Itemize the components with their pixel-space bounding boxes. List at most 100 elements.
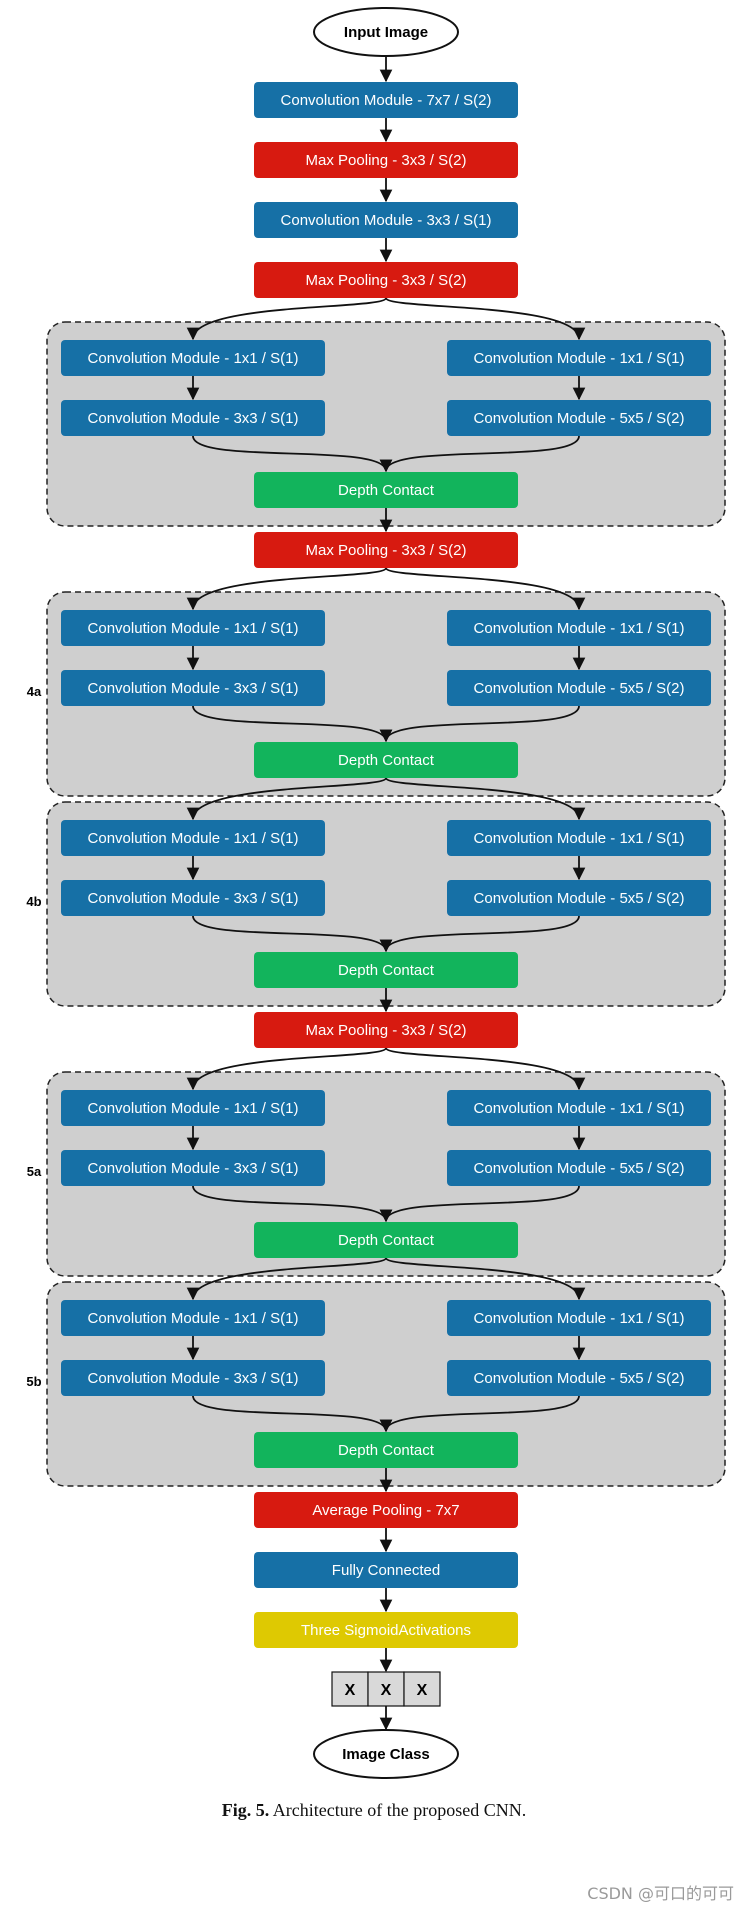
right-branch-conv-1x1-label: Convolution Module - 1x1 / S(1)	[474, 1310, 685, 1327]
depth-contact-box: Depth Contact	[254, 1432, 518, 1468]
stem-conv-box-1-shape	[254, 82, 518, 118]
head-conv-box-2-shape	[254, 1552, 518, 1588]
merge-arrow-right	[379, 915, 580, 953]
head-pool-box-1-label: Average Pooling - 7x7	[312, 1502, 459, 1519]
right-branch-conv-5x5-label: Convolution Module - 5x5 / S(2)	[474, 680, 685, 697]
left-branch-conv-3x3-label: Convolution Module - 3x3 / S(1)	[88, 1160, 299, 1177]
right-branch-conv-1x1: Convolution Module - 1x1 / S(1)	[447, 820, 711, 856]
right-branch-conv-1x1-label: Convolution Module - 1x1 / S(1)	[474, 1100, 685, 1117]
split-arrow-right	[385, 1257, 586, 1301]
inception-block-tag-4a: 4a	[27, 684, 42, 699]
depth-contact-box: Depth Contact	[254, 952, 518, 988]
stem-conv-box-3: Convolution Module - 3x3 / S(1)	[254, 202, 518, 238]
split-arrow-right	[385, 297, 586, 341]
left-branch-conv-3x3: Convolution Module - 3x3 / S(1)	[61, 400, 325, 436]
head-sigmoid-box-3-label: Three SigmoidActivations	[301, 1622, 471, 1639]
left-branch-conv-1x1-label: Convolution Module - 1x1 / S(1)	[88, 620, 299, 637]
output-cell-label: X	[345, 1682, 356, 1699]
merge-arrow-right	[379, 1395, 580, 1433]
merge-arrow-right	[379, 705, 580, 743]
split-arrow-left	[186, 1047, 387, 1091]
right-branch-conv-1x1: Convolution Module - 1x1 / S(1)	[447, 1300, 711, 1336]
left-branch-conv-3x3: Convolution Module - 3x3 / S(1)	[61, 1360, 325, 1396]
stage-3-max-pooling-box: Max Pooling - 3x3 / S(2)	[254, 1012, 518, 1048]
right-branch-conv-5x5: Convolution Module - 5x5 / S(2)	[447, 1360, 711, 1396]
depth-contact-box-label: Depth Contact	[338, 482, 435, 499]
merge-arrow-right	[379, 1185, 580, 1223]
left-branch-conv-1x1-label: Convolution Module - 1x1 / S(1)	[88, 350, 299, 367]
right-branch-conv-5x5: Convolution Module - 5x5 / S(2)	[447, 400, 711, 436]
right-branch-conv-1x1: Convolution Module - 1x1 / S(1)	[447, 1090, 711, 1126]
depth-contact-box: Depth Contact	[254, 1222, 518, 1258]
depth-contact-box: Depth Contact	[254, 742, 518, 778]
right-branch-conv-5x5-shape	[447, 1360, 711, 1396]
left-branch-conv-1x1: Convolution Module - 1x1 / S(1)	[61, 340, 325, 376]
right-branch-conv-5x5-shape	[447, 400, 711, 436]
inception-block-tag-5a: 5a	[27, 1164, 42, 1179]
left-branch-conv-1x1-label: Convolution Module - 1x1 / S(1)	[88, 830, 299, 847]
head-conv-box-2: Fully Connected	[254, 1552, 518, 1588]
image-class-node-label: Image Class	[342, 1746, 430, 1763]
image-class-node: Image Class	[313, 1729, 459, 1779]
depth-contact-box-shape	[254, 742, 518, 778]
stem-pool-box-4-label: Max Pooling - 3x3 / S(2)	[306, 272, 467, 289]
figure-caption: Fig. 5. Architecture of the proposed CNN…	[0, 1800, 748, 1821]
right-branch-conv-5x5-label: Convolution Module - 5x5 / S(2)	[474, 1370, 685, 1387]
head-sigmoid-box-3-shape	[254, 1612, 518, 1648]
split-arrow-right	[385, 567, 586, 611]
left-branch-conv-1x1: Convolution Module - 1x1 / S(1)	[61, 1090, 325, 1126]
inception-block-tag-4b: 4b	[26, 894, 41, 909]
left-branch-conv-1x1-shape	[61, 820, 325, 856]
split-arrow-left	[186, 1257, 387, 1301]
merge-arrow-left	[192, 1395, 393, 1433]
figure-number: Fig. 5.	[221, 1800, 270, 1820]
split-arrow-right	[385, 1047, 586, 1091]
left-branch-conv-3x3: Convolution Module - 3x3 / S(1)	[61, 880, 325, 916]
output-cell-2	[367, 1671, 405, 1707]
depth-contact-box-shape	[254, 1222, 518, 1258]
right-branch-conv-5x5-shape	[447, 1150, 711, 1186]
head-pool-box-1: Average Pooling - 7x7	[254, 1492, 518, 1528]
merge-arrow-left	[192, 1185, 393, 1223]
stage-3-max-pooling-box-label: Max Pooling - 3x3 / S(2)	[306, 1022, 467, 1039]
left-branch-conv-1x1: Convolution Module - 1x1 / S(1)	[61, 1300, 325, 1336]
left-branch-conv-1x1-label: Convolution Module - 1x1 / S(1)	[88, 1100, 299, 1117]
left-branch-conv-3x3-label: Convolution Module - 3x3 / S(1)	[88, 410, 299, 427]
right-branch-conv-1x1-shape	[447, 610, 711, 646]
left-branch-conv-3x3-label: Convolution Module - 3x3 / S(1)	[88, 680, 299, 697]
stem-pool-box-4: Max Pooling - 3x3 / S(2)	[254, 262, 518, 298]
inception-block-tag-5b: 5b	[26, 1374, 41, 1389]
depth-contact-box: Depth Contact	[254, 472, 518, 508]
stage-2-max-pooling-box: Max Pooling - 3x3 / S(2)	[254, 532, 518, 568]
right-branch-conv-1x1-shape	[447, 340, 711, 376]
watermark-text: CSDN @可口的可可	[587, 1884, 734, 1903]
split-arrow-left	[186, 297, 387, 341]
input-image-node-shape	[313, 7, 459, 57]
depth-contact-box-label: Depth Contact	[338, 1442, 435, 1459]
left-branch-conv-1x1: Convolution Module - 1x1 / S(1)	[61, 820, 325, 856]
right-branch-conv-1x1: Convolution Module - 1x1 / S(1)	[447, 340, 711, 376]
depth-contact-box-label: Depth Contact	[338, 962, 435, 979]
right-branch-conv-5x5-label: Convolution Module - 5x5 / S(2)	[474, 1160, 685, 1177]
merge-arrow-left	[192, 705, 393, 743]
right-branch-conv-5x5: Convolution Module - 5x5 / S(2)	[447, 1150, 711, 1186]
merge-arrow-right	[379, 435, 580, 473]
figure-caption-text: Architecture of the proposed CNN.	[272, 1800, 527, 1820]
output-cell-3	[403, 1671, 441, 1707]
stem-conv-box-1-label: Convolution Module - 7x7 / S(2)	[281, 92, 492, 109]
right-branch-conv-5x5: Convolution Module - 5x5 / S(2)	[447, 670, 711, 706]
right-branch-conv-1x1-shape	[447, 1300, 711, 1336]
output-cell-label: X	[417, 1682, 428, 1699]
left-branch-conv-1x1-label: Convolution Module - 1x1 / S(1)	[88, 1310, 299, 1327]
left-branch-conv-3x3-shape	[61, 880, 325, 916]
input-image-node-label: Input Image	[344, 24, 428, 41]
split-arrow-left	[186, 567, 387, 611]
depth-contact-box-shape	[254, 952, 518, 988]
depth-contact-box-label: Depth Contact	[338, 752, 435, 769]
right-branch-conv-5x5-shape	[447, 880, 711, 916]
merge-arrow-left	[192, 435, 393, 473]
left-branch-conv-1x1-shape	[61, 610, 325, 646]
